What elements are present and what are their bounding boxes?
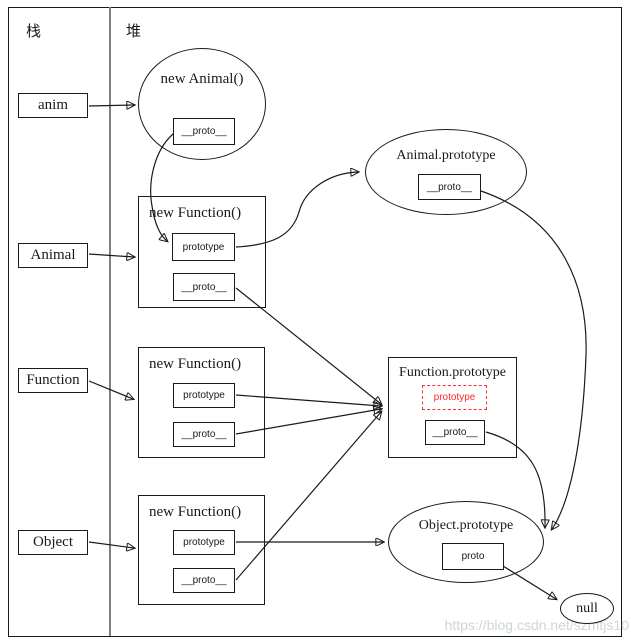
new-function-animal-node: new Function() prototype __proto__	[138, 196, 266, 308]
new-function-animal-prototype-field: prototype	[172, 233, 235, 261]
new-animal-proto-field: __proto__	[173, 118, 235, 145]
stack-heap-divider-line	[109, 7, 111, 636]
new-function-function-title: new Function()	[149, 356, 242, 372]
new-function-function-prototype-field: prototype	[173, 383, 235, 408]
new-function-function-proto-field: __proto__	[173, 422, 235, 447]
null-node: null	[560, 593, 614, 624]
stack-item-anim-label: anim	[38, 97, 68, 113]
new-function-animal-title: new Function()	[149, 205, 242, 221]
animal-prototype-proto-field: __proto__	[418, 174, 481, 200]
new-function-object-proto-field: __proto__	[173, 568, 235, 593]
function-prototype-node: Function.prototype prototype __proto__	[388, 357, 517, 458]
new-animal-node: new Animal() __proto__	[138, 48, 266, 160]
stack-item-animal-label: Animal	[30, 247, 76, 263]
new-function-animal-proto-field: __proto__	[173, 273, 235, 301]
function-prototype-prototype-field-highlighted: prototype	[422, 385, 487, 410]
object-prototype-proto-field: proto	[442, 543, 504, 570]
null-node-label: null	[576, 600, 598, 616]
animal-prototype-title: Animal.prototype	[396, 148, 496, 163]
new-function-object-prototype-field: prototype	[173, 530, 235, 555]
stack-item-animal: Animal	[18, 243, 88, 268]
new-function-object-title: new Function()	[149, 504, 242, 520]
stack-item-function-label: Function	[26, 372, 80, 388]
new-function-function-node: new Function() prototype __proto__	[138, 347, 265, 458]
stack-item-object-label: Object	[33, 534, 73, 550]
heap-column-label: 堆	[126, 24, 143, 40]
animal-prototype-node: Animal.prototype __proto__	[365, 129, 527, 215]
diagram-border	[8, 7, 622, 637]
stack-item-anim: anim	[18, 93, 88, 118]
stack-item-object: Object	[18, 530, 88, 555]
object-prototype-title: Object.prototype	[418, 518, 514, 533]
function-prototype-title: Function.prototype	[399, 365, 506, 380]
new-animal-title: new Animal()	[160, 71, 244, 87]
new-function-object-node: new Function() prototype __proto__	[138, 495, 265, 605]
stack-item-function: Function	[18, 368, 88, 393]
function-prototype-proto-field: __proto__	[425, 420, 485, 445]
stack-column-label: 栈	[26, 24, 43, 40]
object-prototype-node: Object.prototype proto	[388, 501, 544, 583]
